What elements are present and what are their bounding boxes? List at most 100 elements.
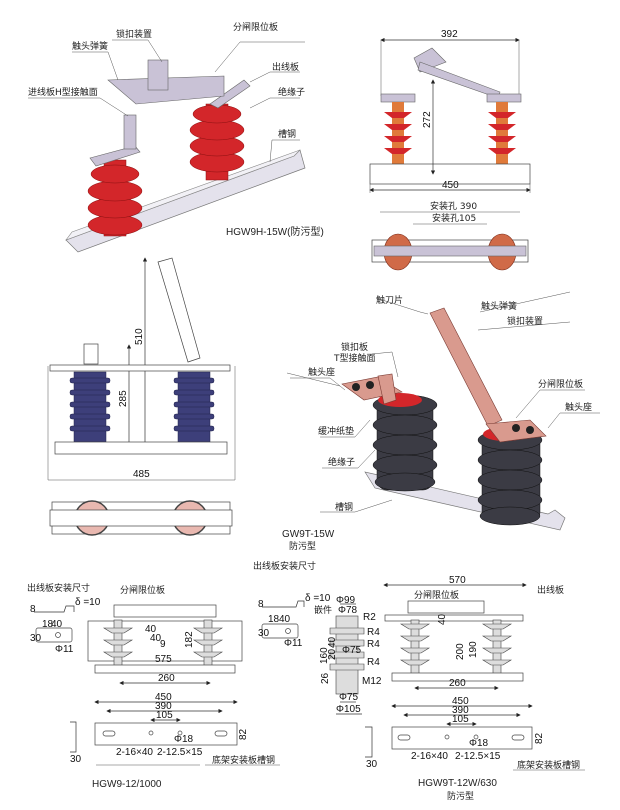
label-gw9t-insulator: 绝缘子 xyxy=(328,456,355,468)
label-inlet-plate: 进线板H型接触面 xyxy=(28,86,98,98)
label-base-channel-left: 底架安装板槽钢 xyxy=(212,754,275,766)
dim-105-right: 105 xyxy=(452,714,469,725)
dim-390-right: 390 xyxy=(452,705,469,716)
dim-575: 575 xyxy=(155,654,172,665)
label-slots-right: 2-16×40 xyxy=(411,751,448,762)
dim-510: 510 xyxy=(134,328,145,345)
dim-40-right: 40 xyxy=(279,614,291,625)
gw9t-leader-lines xyxy=(286,291,600,513)
dim-r4-c: R4 xyxy=(367,657,380,668)
label-gw9t-channel-steel: 槽钢 xyxy=(335,501,353,513)
label-contact-seat-left: 触头座 xyxy=(308,366,335,378)
dim-m12: M12 xyxy=(362,676,382,687)
dim-40-slot-left: 40 xyxy=(150,633,162,644)
dim-phi75-inner: Φ75 xyxy=(342,645,362,656)
label-buffer-pad: 缓冲纸垫 xyxy=(318,425,354,437)
inlet-plate xyxy=(89,145,141,167)
model-hgw9t-12w: HGW9T-12W/630 xyxy=(418,778,497,789)
dim-392: 392 xyxy=(441,29,458,40)
model-hgw9h: HGW9H-15W(防污型) xyxy=(226,225,324,238)
model-gw9t: GW9T-15W xyxy=(282,529,335,540)
label-blade: 触刀片 xyxy=(376,294,403,306)
label-t-contact: T型接触面 xyxy=(333,352,376,364)
dim-r2: R2 xyxy=(363,612,376,623)
label-opening-limit-plate-right: 分闸限位板 xyxy=(414,589,459,601)
label-lock-device: 锁扣装置 xyxy=(116,28,152,40)
dim-26: 26 xyxy=(320,672,331,684)
hgw9-12-drawing xyxy=(34,604,280,766)
label-base-channel-right: 底架安装板槽钢 xyxy=(517,759,580,771)
dim-30-channel-left: 30 xyxy=(70,754,82,765)
blade xyxy=(429,307,503,427)
label-mount-hole-105: 安装孔105 xyxy=(432,212,476,224)
dim-40-left: 40 xyxy=(51,619,63,630)
navy-insulator-left xyxy=(69,371,111,443)
dim-40-vert-left: 40 xyxy=(145,624,157,635)
hgw9h-3d-illustration xyxy=(65,59,306,253)
label-outlet-plate: 出线板 xyxy=(272,61,299,73)
dim-570: 570 xyxy=(449,575,466,586)
model-gw9t-sub: 防污型 xyxy=(289,540,316,552)
hgw9h-leader-lines xyxy=(28,39,305,163)
label-mount-hole-390: 安装孔 390 xyxy=(430,200,477,212)
label-channel-steel: 槽钢 xyxy=(278,128,296,140)
label-lock-plate: 锁扣板 xyxy=(341,341,368,353)
front-view-red xyxy=(369,37,531,271)
dim-20: 20 xyxy=(327,648,338,660)
dim-82-left: 82 xyxy=(238,728,249,740)
dim-phi78: Φ78 xyxy=(338,605,358,616)
dim-phi18-left: Φ18 xyxy=(174,734,194,745)
label-gw9t-opening-limit-plate: 分闸限位板 xyxy=(538,378,583,390)
dim-r4-a: R4 xyxy=(367,627,380,638)
section-title-outlet-plate: 出线板安装尺寸 xyxy=(253,560,316,572)
front-view-navy xyxy=(47,257,236,536)
label-opening-limit-plate: 分闸限位板 xyxy=(233,21,278,33)
dim-phi11-right: Φ11 xyxy=(284,638,303,649)
dim-450-right: 450 xyxy=(452,696,469,707)
label-gw9t-contact-spring: 触头弹簧 xyxy=(481,300,517,312)
dim-delta-left: δ =10 xyxy=(75,597,101,608)
dim-160: 160 xyxy=(319,647,330,664)
label-holes-left: 2-12.5×15 xyxy=(157,747,203,758)
dim-200: 200 xyxy=(455,643,466,660)
navy-insulator-right xyxy=(173,371,215,443)
dark-insulator-left xyxy=(372,393,438,492)
dim-450: 450 xyxy=(442,180,459,191)
dim-105-left: 105 xyxy=(156,710,173,721)
dark-insulator-right xyxy=(477,427,543,526)
gw9t-3d-illustration xyxy=(341,307,566,531)
dim-phi105: Φ105 xyxy=(336,704,361,715)
dim-40-vert-right: 40 xyxy=(437,613,448,625)
dim-9-left: 9 xyxy=(160,639,166,650)
dim-30-right: 30 xyxy=(258,628,270,639)
dim-18-right: 18 xyxy=(268,614,280,625)
outlet-title-left: 出线板安装尺寸 xyxy=(27,582,90,594)
label-insulator: 绝缘子 xyxy=(278,86,305,98)
label-slots-left: 2-16×40 xyxy=(116,747,153,758)
dim-30-channel-right: 30 xyxy=(366,759,378,770)
insulator-section xyxy=(329,615,365,695)
hgw9t-12w-drawing xyxy=(261,582,585,771)
dim-390-left: 390 xyxy=(155,701,172,712)
model-hgw9t-12w-sub: 防污型 xyxy=(447,790,474,802)
dim-r4-b: R4 xyxy=(367,639,380,650)
dim-485: 485 xyxy=(133,469,150,480)
label-contact-seat-right: 触头座 xyxy=(565,401,592,413)
dim-phi99: Φ99 xyxy=(336,595,356,606)
label-gw9t-lock-device: 锁扣装置 xyxy=(507,315,543,327)
label-opening-limit-plate-left: 分闸限位板 xyxy=(120,584,165,596)
model-hgw9-12: HGW9-12/1000 xyxy=(92,779,162,790)
dim-phi18-right: Φ18 xyxy=(469,738,489,749)
dim-30-left: 30 xyxy=(30,633,42,644)
dim-8-right: 8 xyxy=(258,599,264,610)
dim-8-left: 8 xyxy=(30,604,36,615)
dim-285: 285 xyxy=(118,390,129,407)
insulator-left xyxy=(87,159,143,237)
dim-260-right: 260 xyxy=(449,678,466,689)
dim-260-left: 260 xyxy=(158,673,175,684)
label-holes-right: 2-12.5×15 xyxy=(455,751,501,762)
dim-delta-right: δ =10 xyxy=(305,593,331,604)
dim-18-left: 18 xyxy=(42,619,54,630)
label-contact-spring: 触头弹簧 xyxy=(72,40,108,52)
dim-450-left: 450 xyxy=(155,692,172,703)
